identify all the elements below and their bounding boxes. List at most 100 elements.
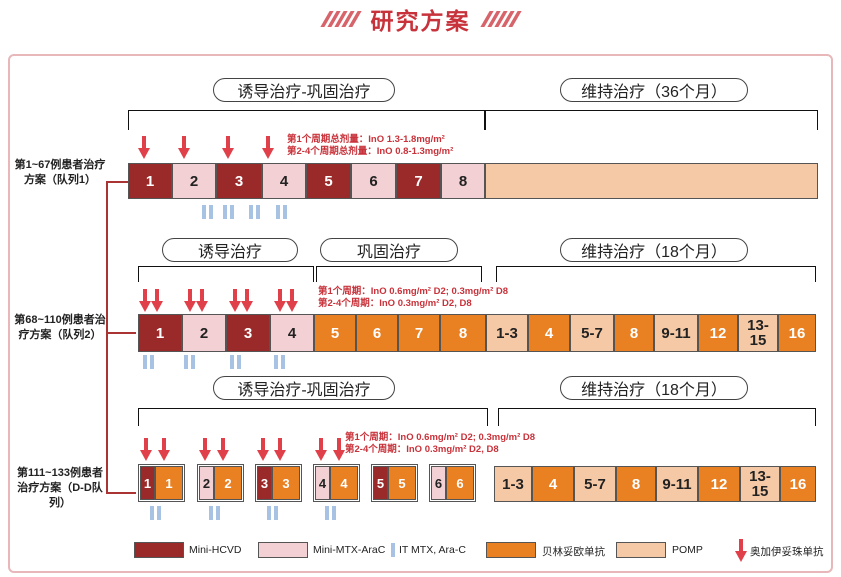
- cohort-2-maintenance-block: 5-7: [570, 314, 614, 352]
- inotuzumab-arrow-icon: [274, 289, 286, 313]
- page-title-bar: 研究方案: [0, 2, 841, 36]
- cohort-2-maintenance-block: 4: [528, 314, 570, 352]
- cohort-3-chemo-cycle: 1: [140, 466, 155, 500]
- cohort-2-cycle: 2: [182, 314, 226, 352]
- cohort-3-pair-frame: [255, 464, 302, 502]
- cohort-3-chemo-cycle: 3: [257, 466, 272, 500]
- cohort-3-chemo-cycle: 5: [373, 466, 388, 500]
- title-decoration-right: [479, 11, 522, 27]
- cohort-2-phase-consolidation: 巩固治疗: [320, 238, 458, 262]
- cohort-1-cycle: 2: [172, 163, 216, 199]
- legend-label-it: IT MTX, Ara-C: [399, 544, 466, 556]
- cohort-3-maintenance-block: 13-15: [740, 466, 780, 502]
- inotuzumab-arrow-icon: [196, 289, 208, 313]
- legend-it-icon: [391, 543, 395, 557]
- cohort-3-blinatumomab-cycle: 1: [155, 466, 183, 500]
- inotuzumab-arrow-icon: [274, 438, 286, 462]
- it-marker-icon: [332, 506, 336, 520]
- legend-label-mtx: Mini-MTX-AraC: [313, 544, 386, 556]
- cohort-1-cycle: 7: [396, 163, 441, 199]
- cohort-2-maintenance-block: 16: [778, 314, 816, 352]
- cohort-1-cycle: 8: [441, 163, 485, 199]
- cohort-3-chemo-cycle: 6: [431, 466, 446, 500]
- inotuzumab-arrow-icon: [140, 438, 152, 462]
- cohort-3-chemo-cycle: 4: [315, 466, 330, 500]
- cohort-3-pair-frame: [371, 464, 418, 502]
- cohort-3-maintenance-block: 9-11: [656, 466, 698, 502]
- cohort-3-blinatumomab-cycle: 3: [272, 466, 300, 500]
- connector-cohort-3: [106, 492, 136, 494]
- cohort-2-bracket-maintenance: [496, 266, 816, 282]
- cohort-2-bracket-consolidation: [316, 266, 482, 282]
- cohort-1-phase-induction: 诱导治疗-巩固治疗: [213, 78, 395, 102]
- cohort-3-maintenance-block: 8: [616, 466, 656, 502]
- cohort-2-cycle: 5: [314, 314, 356, 352]
- it-marker-icon: [150, 355, 154, 369]
- cohort-2-cycle: 7: [398, 314, 440, 352]
- inotuzumab-arrow-icon: [333, 438, 345, 462]
- cohort-3-blinatumomab-cycle: 2: [214, 466, 242, 500]
- cohort-1-bracket-maintenance: [485, 110, 818, 130]
- cohort-2-cycle: 1: [138, 314, 182, 352]
- cohort-1-maintenance-pomp: [485, 163, 818, 199]
- inotuzumab-arrow-icon: [217, 438, 229, 462]
- it-marker-icon: [184, 355, 188, 369]
- cohort-2-dose-note-2: 第2-4个周期：InO 0.3mg/m² D2, D8: [318, 298, 472, 309]
- inotuzumab-arrow-icon: [286, 289, 298, 313]
- cohort-3-blinatumomab-cycle: 5: [388, 466, 416, 500]
- connector-cohort-1: [106, 181, 128, 183]
- cohort-1-cycle: 4: [262, 163, 306, 199]
- inotuzumab-arrow-icon: [199, 438, 211, 462]
- cohort-3-maintenance-block: 16: [780, 466, 816, 502]
- title-decoration-left: [319, 11, 362, 27]
- cohort-3-blinatumomab-cycle: 4: [330, 466, 358, 500]
- cohort-2-phase-maintenance: 维持治疗（18个月）: [560, 238, 748, 262]
- cohort-3-maintenance-block: 1-3: [494, 466, 532, 502]
- inotuzumab-arrow-icon: [178, 136, 190, 160]
- it-marker-icon: [325, 506, 329, 520]
- cohort-3-label: 第111~133例患者治疗方案（D-D队列）: [17, 467, 103, 509]
- cohort-2-dose-note-1: 第1个周期：InO 0.6mg/m² D2; 0.3mg/m² D8: [318, 286, 509, 297]
- cohort-2-cycle: 6: [356, 314, 398, 352]
- cohort-2-maintenance-block: 13-15: [738, 314, 778, 352]
- cohort-3-phase-maintenance: 维持治疗（18个月）: [560, 376, 748, 400]
- inotuzumab-arrow-icon: [151, 289, 163, 313]
- inotuzumab-arrow-icon: [229, 289, 241, 313]
- cohort-3-pair-frame: [138, 464, 185, 502]
- cohort-2-label: 第68~110例患者治疗方案（队列2）: [14, 314, 106, 341]
- inotuzumab-arrow-icon: [257, 438, 269, 462]
- legend-swatch-mtx: [258, 542, 308, 558]
- inotuzumab-arrow-icon: [158, 438, 170, 462]
- cohort-1-cycle: 6: [351, 163, 396, 199]
- cohort-3-maintenance-block: 12: [698, 466, 740, 502]
- cohort-2-maintenance-block: 8: [614, 314, 654, 352]
- page-title: 研究方案: [370, 8, 471, 34]
- cohort-3-maintenance-block: 4: [532, 466, 574, 502]
- inotuzumab-arrow-icon: [139, 289, 151, 313]
- it-marker-icon: [230, 205, 234, 219]
- cohort-1-bracket-induction: [128, 110, 485, 130]
- legend-label-blinatumomab: 贝林妥欧单抗: [542, 546, 605, 558]
- it-marker-icon: [256, 205, 260, 219]
- cohort-3-maintenance-block: 5-7: [574, 466, 616, 502]
- it-marker-icon: [237, 355, 241, 369]
- cohort-1-cycle: 1: [128, 163, 172, 199]
- cohort-2-maintenance-block: 9-11: [654, 314, 698, 352]
- cohort-3-dose-note-2: 第2-4个周期：InO 0.3mg/m² D2, D8: [345, 444, 499, 455]
- it-marker-icon: [157, 506, 161, 520]
- legend-label-pomp: POMP: [672, 544, 703, 556]
- diagram-frame: [8, 54, 833, 573]
- cohort-3-pair-frame: [429, 464, 476, 502]
- cohort-2-maintenance-block: 1-3: [486, 314, 528, 352]
- inotuzumab-arrow-icon: [222, 136, 234, 160]
- inotuzumab-arrow-icon: [315, 438, 327, 462]
- legend-swatch-pomp: [616, 542, 666, 558]
- inotuzumab-arrow-icon: [184, 289, 196, 313]
- cohort-3-chemo-cycle: 2: [199, 466, 214, 500]
- it-marker-icon: [209, 205, 213, 219]
- cohort-2-cycle: 8: [440, 314, 486, 352]
- it-marker-icon: [209, 506, 213, 520]
- inotuzumab-arrow-icon: [138, 136, 150, 160]
- cohort-1-dose-note-1: 第1个周期总剂量：InO 1.3-1.8mg/m²: [287, 134, 445, 145]
- it-marker-icon: [143, 355, 147, 369]
